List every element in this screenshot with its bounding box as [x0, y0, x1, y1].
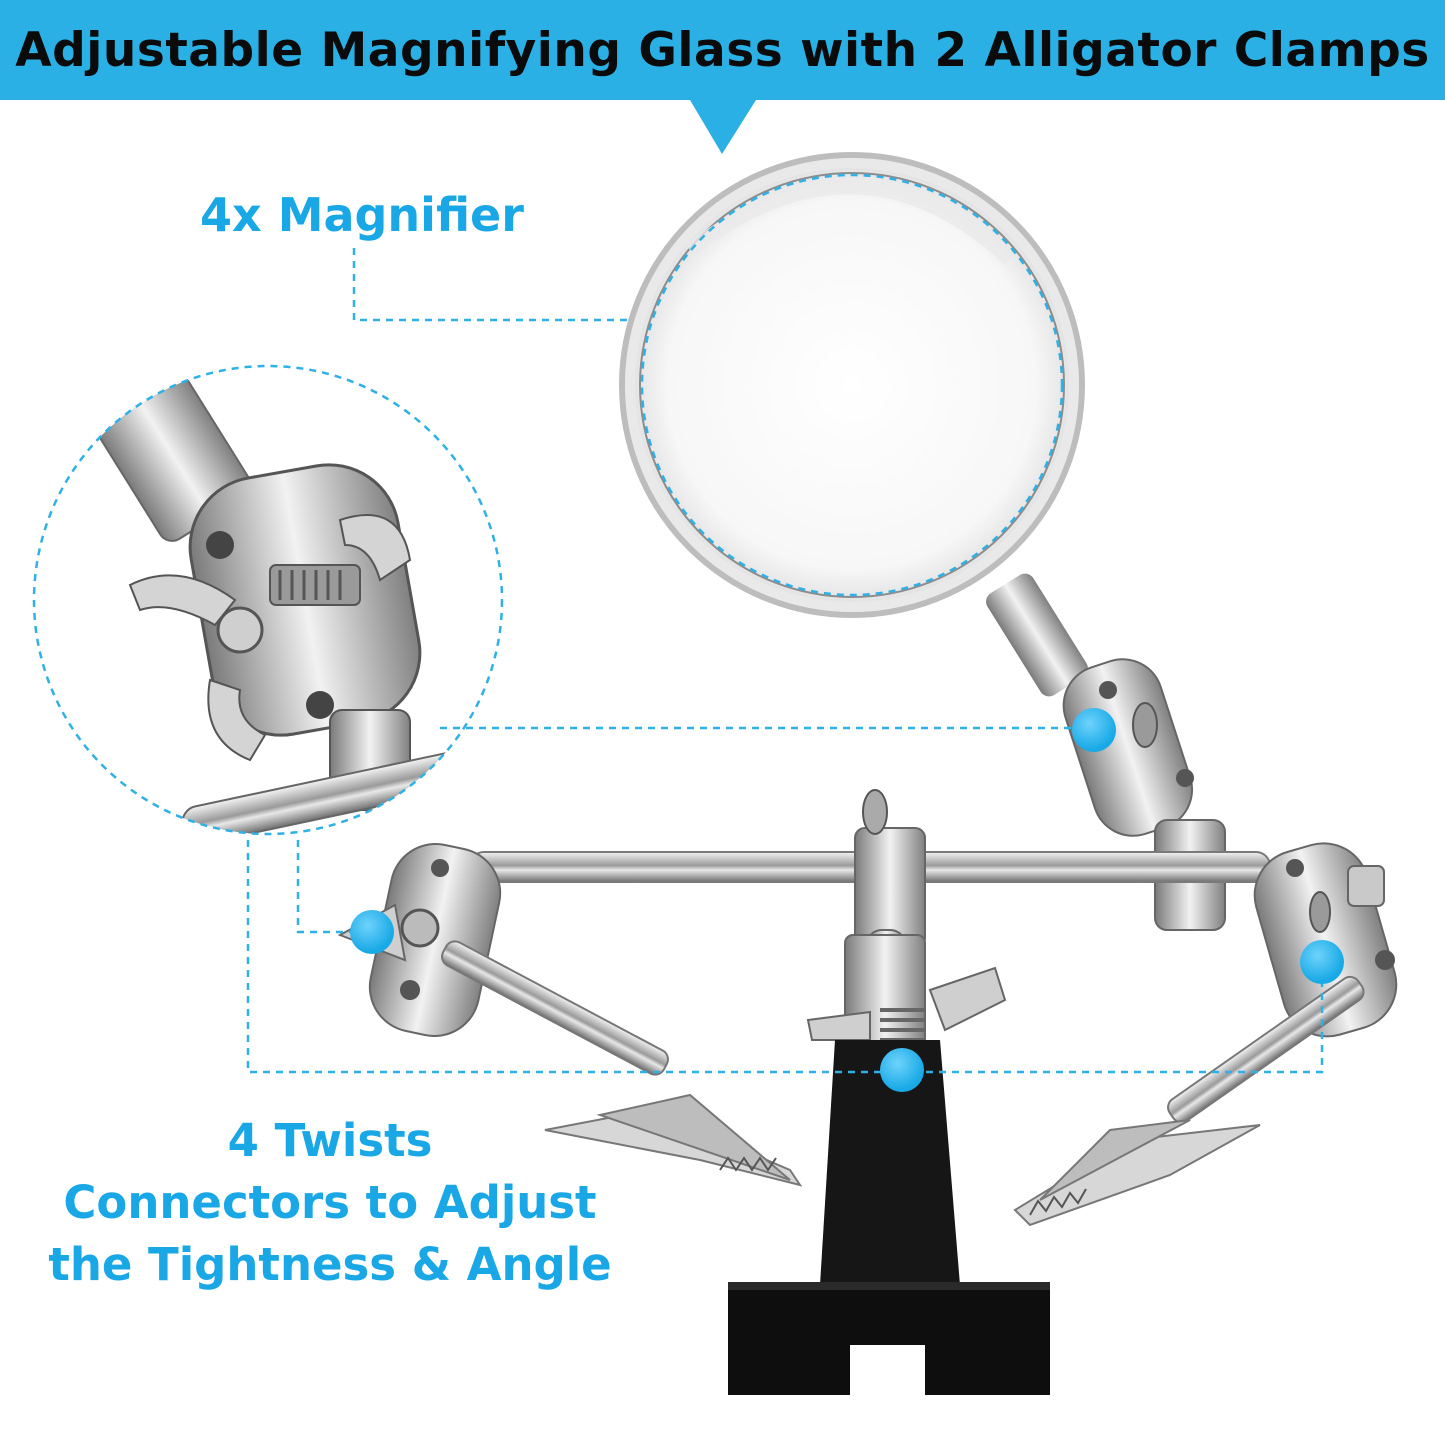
magnifier-callout: 4x Magnifier: [200, 188, 524, 242]
joint-dot-left: [350, 910, 394, 954]
twists-callout-line3: the Tightness & Angle: [48, 1238, 612, 1291]
magnifier-arm: [986, 573, 1226, 931]
right-alligator-clip: [1013, 975, 1365, 1227]
joint-dot-center: [880, 1048, 924, 1092]
center-clamp: [806, 789, 1007, 1076]
joint-indicator-dots: [350, 708, 1344, 1092]
joint-dot-magnifier: [1072, 708, 1116, 752]
twists-callout-line2: Connectors to Adjust: [63, 1176, 597, 1229]
title-banner: Adjustable Magnifying Glass with 2 Allig…: [0, 0, 1445, 100]
leader-lines: [246, 248, 1324, 1074]
stand-base: [728, 1040, 1050, 1395]
zoom-detail: [32, 364, 504, 836]
magnifier-lens: [619, 152, 1085, 618]
banner-pointer: [690, 100, 756, 154]
twists-callout: 4 Twists Connectors to Adjust the Tightn…: [20, 1110, 640, 1296]
left-alligator-clip: [441, 940, 803, 1187]
joint-dot-right: [1300, 940, 1344, 984]
page-title: Adjustable Magnifying Glass with 2 Allig…: [15, 22, 1430, 78]
twists-callout-line1: 4 Twists: [227, 1114, 433, 1167]
